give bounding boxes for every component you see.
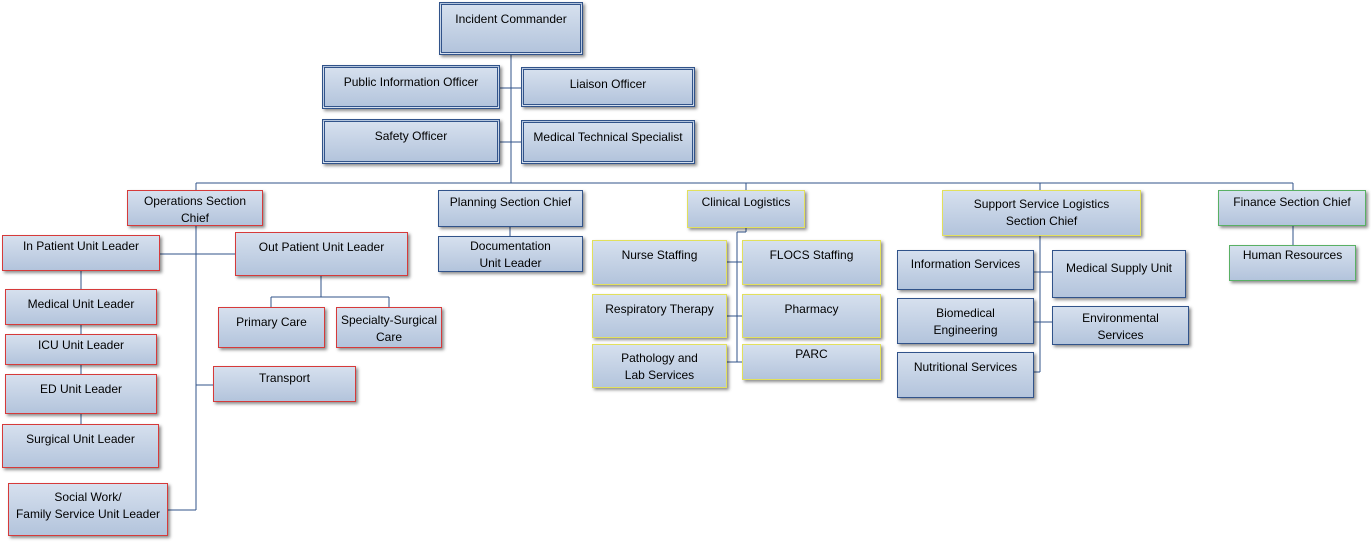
incident-commander-label: Incident Commander [455,12,567,26]
in-patient-unit-leader-label: In Patient Unit Leader [22,239,140,253]
respiratory-therapy-label: Respiratory Therapy [605,302,714,316]
primary-care-label: Primary Care [236,315,307,329]
specialty-surgical-care-label: Specialty-Surgical Care [340,313,438,344]
nurse-staffing-label: Nurse Staffing [621,248,698,262]
information-services-label: Information Services [910,257,1021,271]
documentation-unit-leader-label: Documentation Unit Leader [470,239,551,270]
incident-commander-box: Incident Commander [439,2,583,55]
medical-supply-unit-label: Medical Supply Unit [1065,261,1173,275]
planning-section-chief-label: Planning Section Chief [449,195,572,209]
flocs-staffing-label: FLOCS Staffing [769,248,854,262]
flocs-staffing-box: FLOCS Staffing [742,240,881,285]
out-patient-unit-leader-label: Out Patient Unit Leader [258,240,385,254]
public-information-officer-label: Public Information Officer [343,75,479,89]
pathology-lab-services-box: Pathology and Lab Services [592,344,727,388]
support-service-logistics-chief-label: Support Service Logistics Section Chief [973,197,1110,228]
biomedical-engineering-label: Biomedical Engineering [933,306,998,337]
support-service-logistics-chief-box: Support Service Logistics Section Chief [942,190,1141,236]
respiratory-therapy-box: Respiratory Therapy [592,294,727,338]
ed-unit-leader-box: ED Unit Leader [5,374,157,414]
finance-section-chief-box: Finance Section Chief [1218,190,1366,226]
pharmacy-label: Pharmacy [784,302,839,316]
clinical-logistics-label: Clinical Logistics [701,195,791,209]
medical-unit-leader-label: Medical Unit Leader [27,297,135,311]
pharmacy-box: Pharmacy [742,294,881,338]
specialty-surgical-care-box: Specialty-Surgical Care [336,307,442,348]
primary-care-box: Primary Care [218,307,325,348]
nutritional-services-box: Nutritional Services [897,352,1034,398]
information-services-box: Information Services [897,250,1034,290]
surgical-unit-leader-label: Surgical Unit Leader [26,432,135,446]
pathology-lab-services-label: Pathology and Lab Services [621,351,698,382]
out-patient-unit-leader-box: Out Patient Unit Leader [235,232,408,276]
social-work-unit-leader-label: Social Work/ Family Service Unit Leader [15,490,161,521]
icu-unit-leader-label: ICU Unit Leader [37,338,125,352]
human-resources-label: Human Resources [1242,248,1343,262]
operations-section-chief-box: Operations Section Chief [127,190,263,226]
medical-technical-specialist-label: Medical Technical Specialist [533,130,683,144]
environmental-services-label: Environmental Services [1082,311,1159,342]
clinical-logistics-box: Clinical Logistics [687,190,805,228]
ed-unit-leader-label: ED Unit Leader [39,382,123,396]
nutritional-services-label: Nutritional Services [913,360,1018,374]
finance-section-chief-label: Finance Section Chief [1233,195,1351,209]
medical-technical-specialist-box: Medical Technical Specialist [521,120,695,164]
safety-officer-box: Safety Officer [322,119,500,164]
surgical-unit-leader-box: Surgical Unit Leader [2,424,159,468]
operations-section-chief-label: Operations Section Chief [143,194,247,225]
medical-supply-unit-box: Medical Supply Unit [1052,250,1186,298]
public-information-officer-box: Public Information Officer [322,65,500,109]
human-resources-box: Human Resources [1229,245,1356,281]
parc-box: PARC [742,344,881,380]
biomedical-engineering-box: Biomedical Engineering [897,298,1034,344]
transport-label: Transport [259,371,310,385]
icu-unit-leader-box: ICU Unit Leader [5,334,157,365]
medical-unit-leader-box: Medical Unit Leader [5,289,157,325]
liaison-officer-box: Liaison Officer [521,67,695,107]
transport-box: Transport [213,366,356,402]
environmental-services-box: Environmental Services [1052,306,1189,345]
social-work-unit-leader-box: Social Work/ Family Service Unit Leader [8,483,168,536]
in-patient-unit-leader-box: In Patient Unit Leader [2,235,160,271]
planning-section-chief-box: Planning Section Chief [438,190,583,227]
liaison-officer-label: Liaison Officer [569,77,647,91]
safety-officer-label: Safety Officer [374,129,448,143]
documentation-unit-leader-box: Documentation Unit Leader [438,236,583,272]
nurse-staffing-box: Nurse Staffing [592,240,727,285]
parc-label: PARC [795,347,828,361]
